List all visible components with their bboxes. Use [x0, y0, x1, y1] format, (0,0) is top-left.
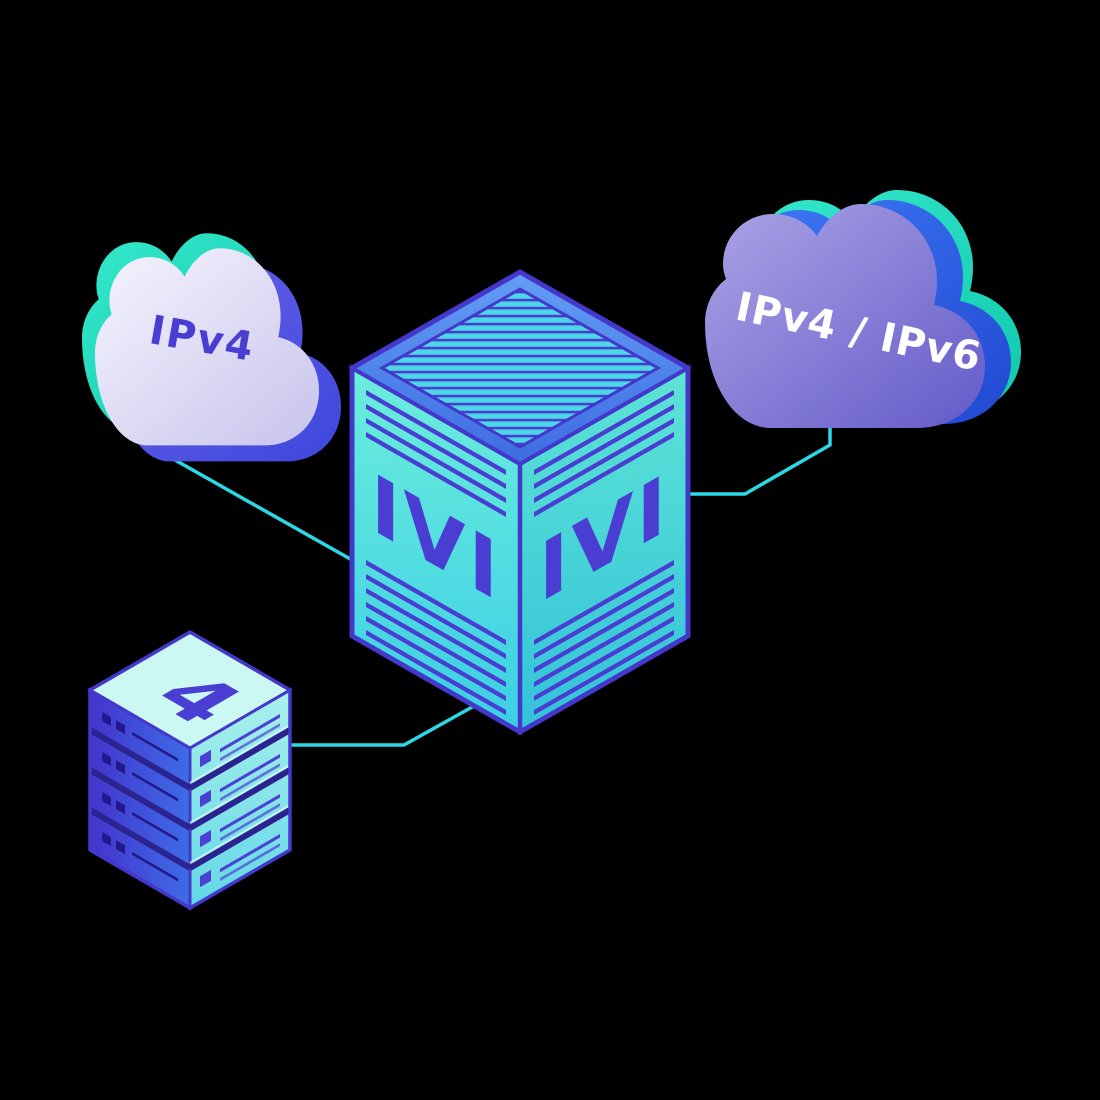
- cloud-ipv4-ipv6: IPv4 / IPv6: [705, 190, 1021, 428]
- cube-right-face-detail: IVI: [534, 390, 674, 716]
- connector-rack-to-cube: [285, 704, 475, 747]
- rack-outline: [88, 630, 292, 910]
- cube-outline: [349, 269, 691, 735]
- rack-unit-seam-highlights: [189, 724, 291, 864]
- rack-right-face-vents: [200, 714, 280, 888]
- rack-unit-seams: [88, 727, 292, 871]
- cloud-ipv4: IPv4: [82, 233, 341, 462]
- cube-top-hatch-panel: [378, 287, 662, 449]
- rack-left-face-vents: [102, 711, 178, 882]
- ivi-cube: IVI IVI: [347, 269, 693, 736]
- server-rack: 4: [87, 630, 293, 911]
- cube-left-face-detail: IVI: [366, 389, 506, 715]
